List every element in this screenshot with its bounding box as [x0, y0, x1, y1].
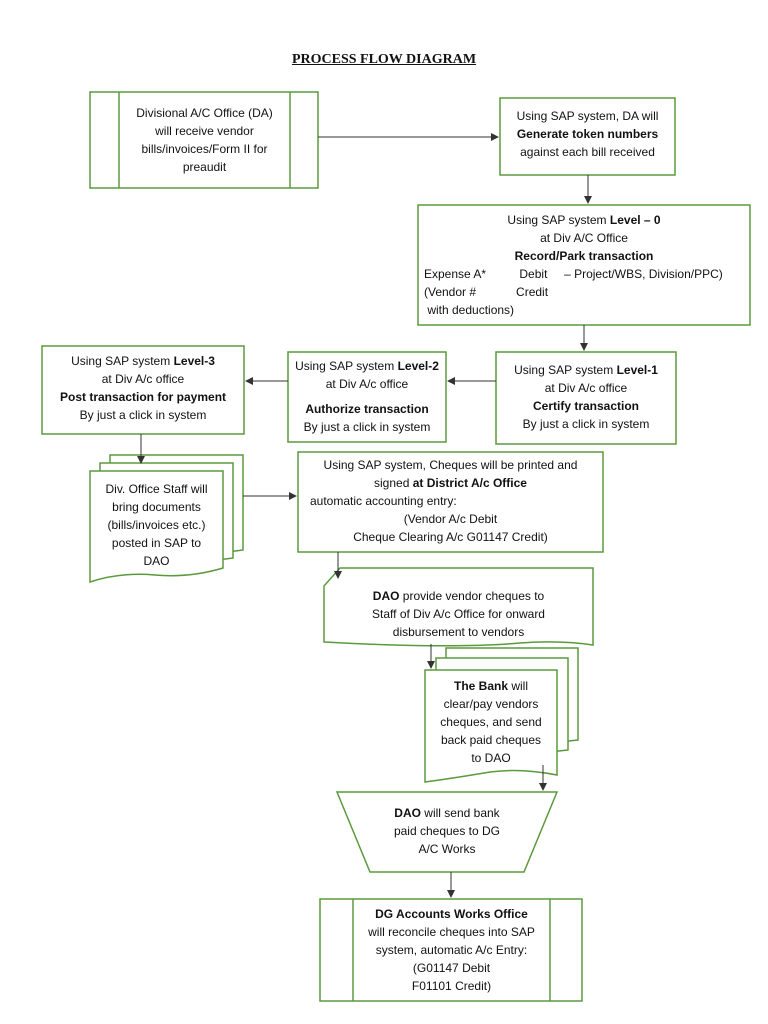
node-level2-line: By just a click in system — [303, 420, 431, 434]
node-level3-pre: Using SAP system — [71, 354, 174, 368]
node-level0-pre: Using SAP system — [507, 213, 610, 227]
node-token-line: against each bill received — [520, 145, 655, 159]
node-level2-line: Using SAP system Level-2 — [288, 357, 446, 375]
node-cheques-office: at District A/c Office — [412, 476, 527, 490]
node-dao-send: DAO will send bank paid cheques to DG A/… — [370, 804, 524, 858]
node-bank-post: will — [508, 679, 528, 693]
node-level2-pre: Using SAP system — [295, 359, 398, 373]
node-level0-row: Expense A* Debit – Project/WBS, Division… — [424, 267, 723, 281]
node-da-receive-line: will receive vendor — [155, 124, 254, 138]
node-dao-send-line: paid cheques to DG — [393, 824, 501, 838]
node-level1-shape — [495, 351, 677, 445]
node-cheques-line: signed at District A/c Office — [298, 474, 603, 492]
node-cheques-pre: signed — [374, 476, 413, 490]
node-level2: Using SAP system Level-2 at Div A/c offi… — [288, 357, 446, 436]
node-level0-heading: Record/Park transaction — [514, 249, 654, 263]
node-dg-office-line: (G01147 Debit — [412, 961, 491, 975]
node-level0-line: at Div A/C Office — [540, 231, 628, 245]
node-staff-docs-line: Div. Office Staff will — [105, 482, 208, 496]
node-level2-shape — [287, 351, 447, 443]
node-dao-provide-post: provide vendor cheques to — [399, 589, 545, 603]
node-dao-send-shape — [335, 791, 559, 873]
node-dg-office-line: system, automatic A/c Entry: — [375, 943, 528, 957]
node-dg-office: DG Accounts Works Office will reconcile … — [353, 905, 550, 995]
node-dao-provide: DAO provide vendor cheques to Staff of D… — [324, 587, 593, 641]
node-cheques-line: Using SAP system, Cheques will be printe… — [323, 458, 578, 472]
node-level1-line: at Div A/c office — [544, 381, 628, 395]
node-dao-send-dao: DAO — [394, 806, 421, 820]
node-level0-line: Using SAP system Level – 0 — [418, 211, 750, 229]
node-da-receive-line: bills/invoices/Form II for — [141, 142, 268, 156]
node-cheques-line: (Vendor A/c Debit — [403, 512, 498, 526]
node-level1-heading: Certify transaction — [532, 399, 640, 413]
node-level2-heading: Authorize transaction — [305, 402, 429, 416]
node-level3-line: Using SAP system Level-3 — [42, 352, 244, 370]
node-token-shape — [499, 97, 676, 176]
node-level3-heading: Post transaction for payment — [59, 390, 227, 404]
node-staff-docs-line: bring documents — [112, 500, 201, 514]
node-level2-level: Level-2 — [397, 359, 439, 373]
node-level3-line: at Div A/c office — [101, 372, 185, 386]
node-level0-level: Level – 0 — [609, 213, 661, 227]
page-title: PROCESS FLOW DIAGRAM — [291, 52, 477, 67]
node-dao-provide-dao: DAO — [372, 589, 400, 603]
node-cheques-line: Cheque Clearing A/c G01147 Credit) — [353, 530, 548, 544]
node-da-receive-line: Divisional A/C Office (DA) — [136, 106, 273, 120]
node-bank-name: The Bank — [453, 679, 508, 693]
node-bank-shape — [424, 669, 558, 783]
node-da-receive: Divisional A/C Office (DA) will receive … — [119, 104, 290, 176]
node-token-heading: Generate token numbers — [516, 127, 659, 141]
node-cheques-line: automatic accounting entry: — [310, 494, 457, 508]
node-bank-line: cheques, and send — [440, 715, 542, 729]
node-bank-line: The Bank will — [425, 677, 557, 695]
node-level0-row: with deductions) — [424, 303, 515, 317]
node-level1-line: Using SAP system Level-1 — [496, 361, 676, 379]
node-token: Using SAP system, DA will Generate token… — [500, 107, 675, 161]
node-dg-office-line: will reconcile cheques into SAP — [368, 925, 535, 939]
node-level1-line: By just a click in system — [522, 417, 650, 431]
node-dao-provide-line: disbursement to vendors — [392, 625, 525, 639]
node-cheques-printed-shape — [297, 451, 604, 553]
node-da-receive-line: preaudit — [182, 160, 227, 174]
node-dao-send-post: will send bank — [420, 806, 500, 820]
node-staff-docs-line: posted in SAP to — [111, 536, 202, 550]
node-dao-provide-line: DAO provide vendor cheques to — [324, 587, 593, 605]
node-dao-send-line: DAO will send bank — [370, 804, 524, 822]
node-level3-line: By just a click in system — [79, 408, 207, 422]
node-level3: Using SAP system Level-3 at Div A/c offi… — [42, 352, 244, 424]
node-bank-line: to DAO — [471, 751, 511, 765]
node-level1-pre: Using SAP system — [514, 363, 617, 377]
node-token-line: Using SAP system, DA will — [516, 109, 659, 123]
node-staff-docs: Div. Office Staff will bring documents (… — [90, 480, 223, 570]
node-level0-row: (Vendor # Credit — [424, 285, 549, 299]
node-level3-level: Level-3 — [173, 354, 215, 368]
node-level1-level: Level-1 — [616, 363, 658, 377]
node-level3-shape — [41, 345, 245, 435]
node-staff-docs-line: (bills/invoices etc.) — [107, 518, 206, 532]
node-staff-docs-line: DAO — [143, 554, 170, 568]
node-dg-office-shape — [319, 898, 583, 1002]
node-level1: Using SAP system Level-1 at Div A/c offi… — [496, 361, 676, 433]
node-staff-docs-shape — [89, 470, 224, 584]
node-dg-office-line: F01101 Credit) — [411, 979, 492, 993]
node-bank-line: clear/pay vendors — [443, 697, 539, 711]
node-level2-line: at Div A/c office — [325, 377, 409, 391]
node-dao-provide-line: Staff of Div A/c Office for onward — [372, 607, 545, 621]
node-dg-office-heading: DG Accounts Works Office — [375, 907, 528, 921]
node-level0: Using SAP system Level – 0 at Div A/C Of… — [418, 211, 750, 319]
node-dao-provide-shape — [323, 567, 594, 647]
node-bank-line: back paid cheques — [440, 733, 542, 747]
node-dao-send-line: A/C Works — [418, 842, 476, 856]
node-da-receive-shape — [89, 91, 319, 189]
node-bank: The Bank will clear/pay vendors cheques,… — [425, 677, 557, 767]
node-level0-shape — [417, 204, 751, 326]
node-cheques-printed: Using SAP system, Cheques will be printe… — [298, 456, 603, 546]
